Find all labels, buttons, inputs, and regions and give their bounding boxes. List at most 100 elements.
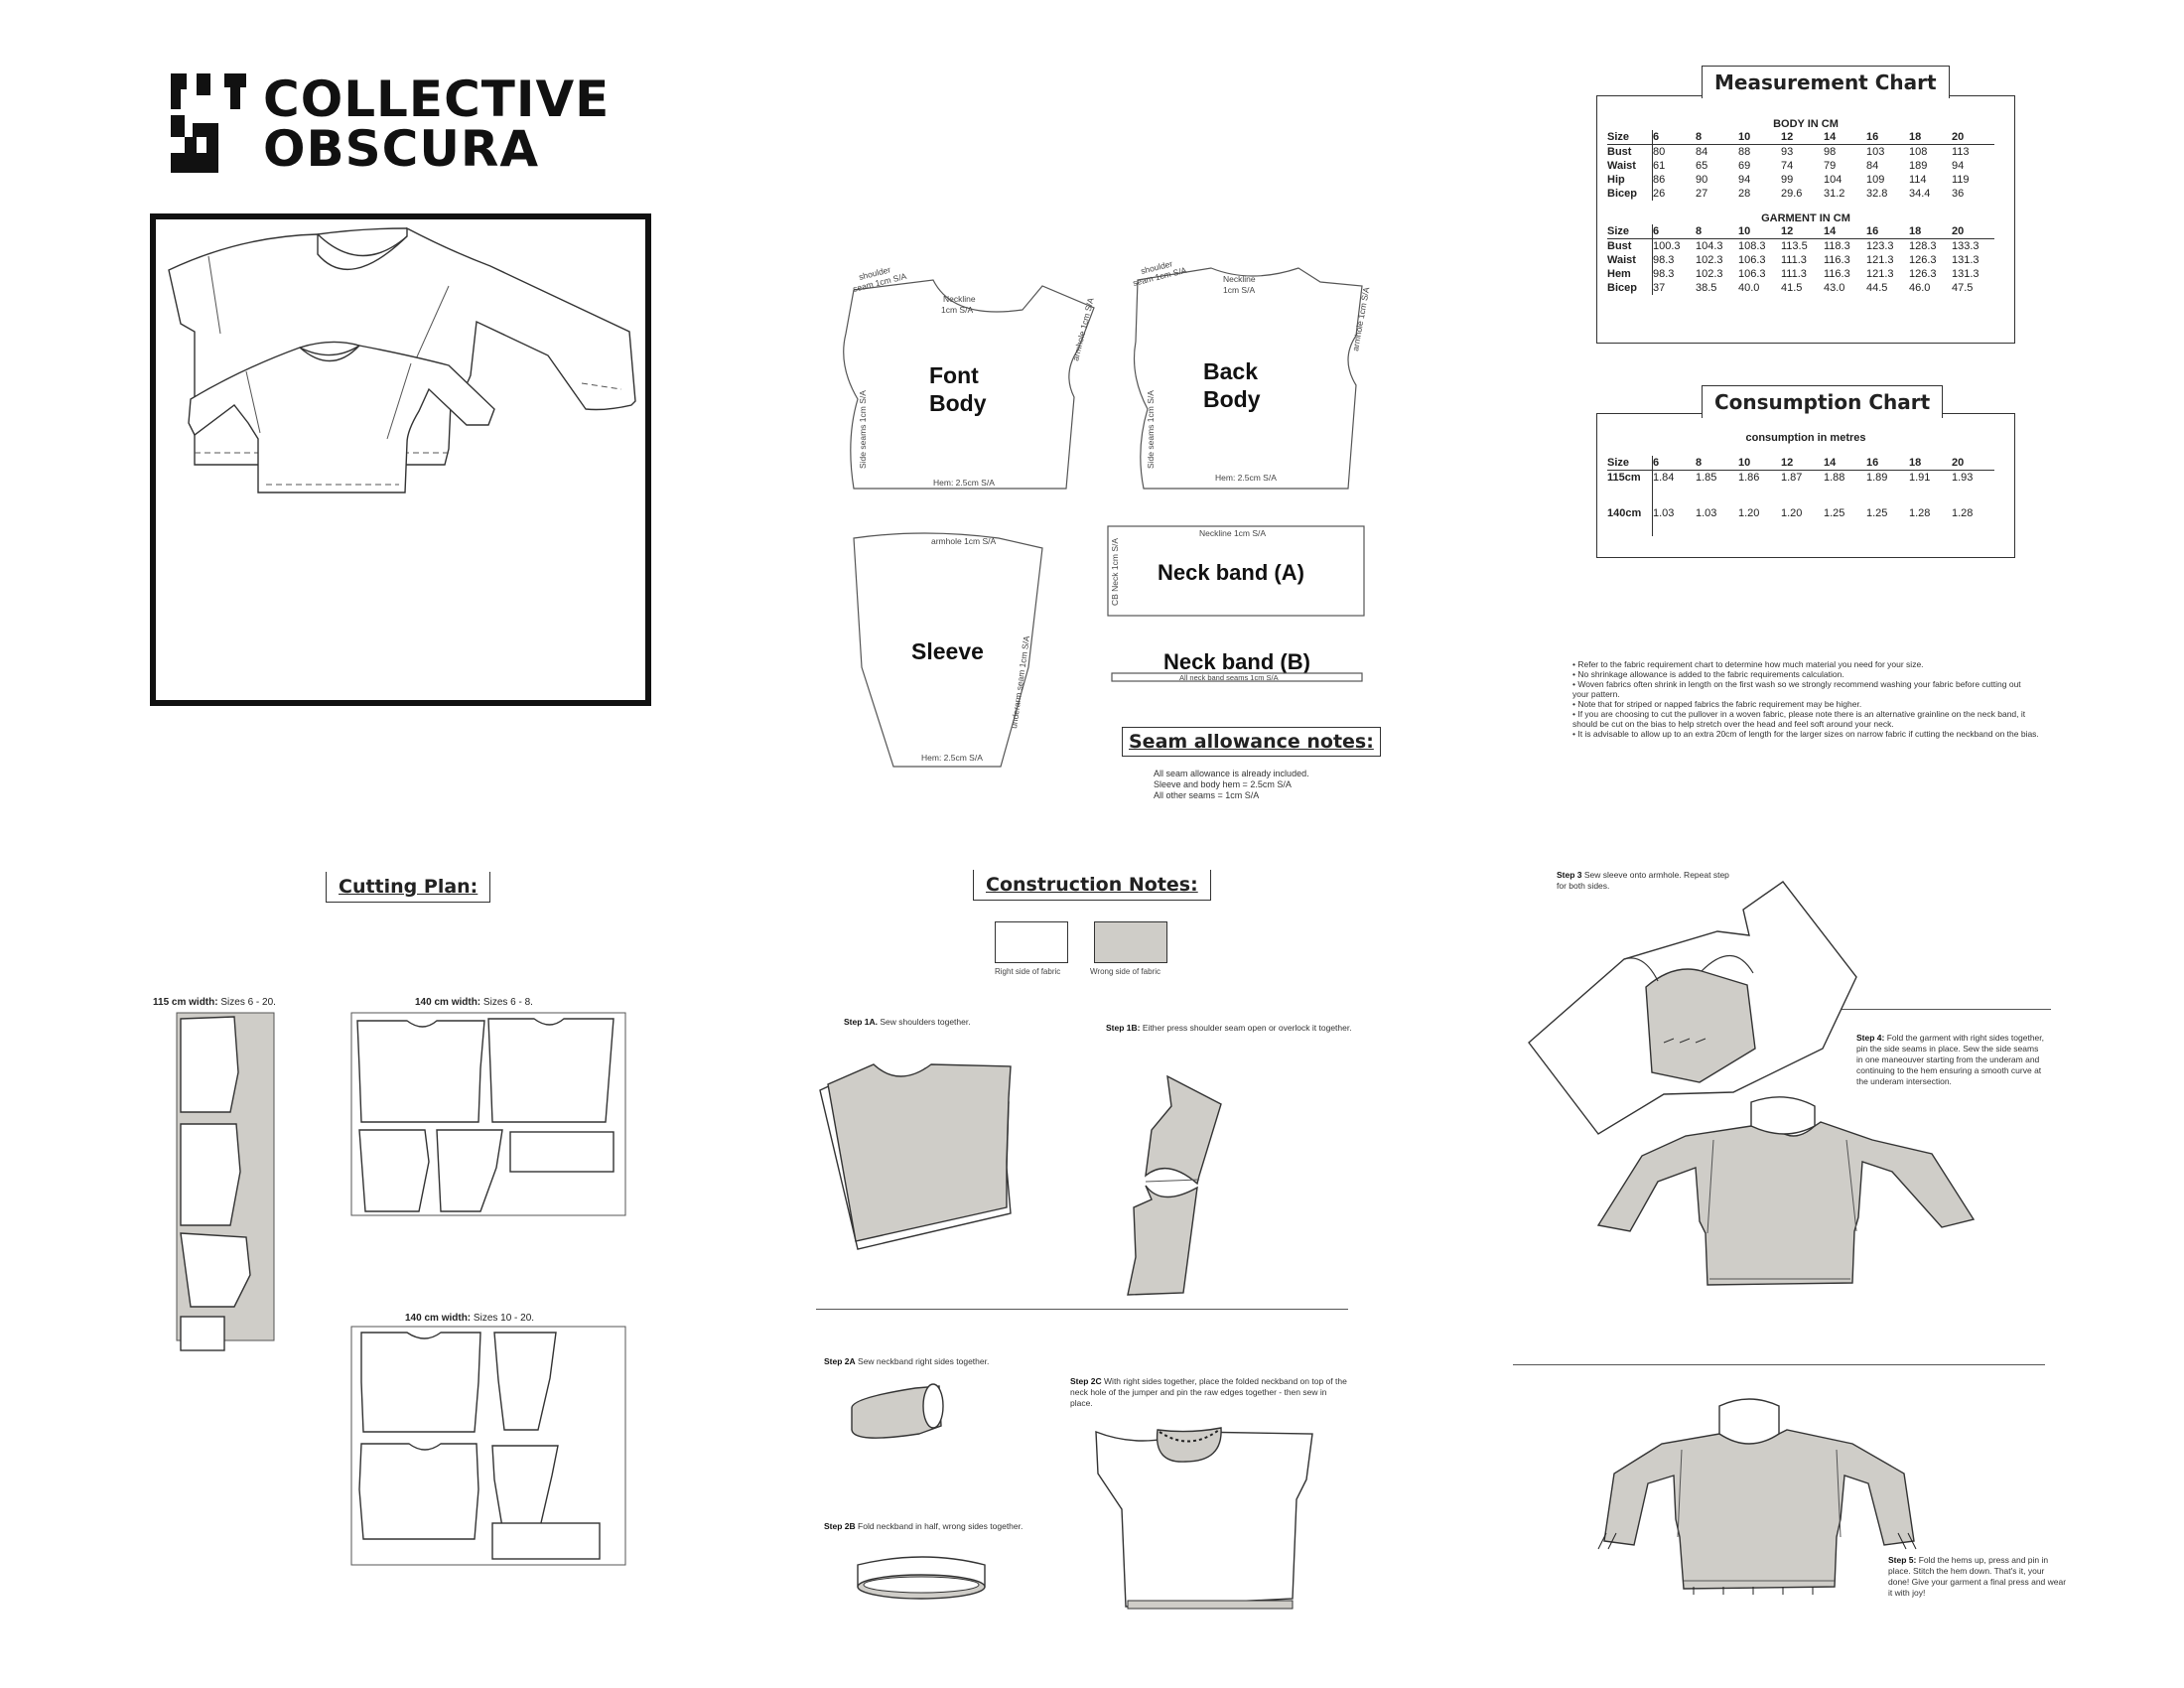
cell: 26: [1653, 188, 1666, 200]
pattern-front-body: Font Body Neckline 1cm S/A shoulder seam…: [843, 264, 1096, 490]
size-cell: 20: [1952, 224, 1994, 239]
fabric-note: • Woven fabrics often shrink in length o…: [1572, 679, 2021, 699]
front-neckline: Neckline: [943, 294, 976, 304]
step-text: Fold the hems up, press and pin in place…: [1888, 1555, 2067, 1598]
cell: 131.3: [1952, 254, 1979, 266]
fabric-notes: • Refer to the fabric requirement chart …: [1572, 659, 2039, 739]
cell: 40.0: [1738, 282, 1760, 294]
cell: 102.3: [1696, 254, 1723, 266]
step-text: Fold the garment with right sides togeth…: [1856, 1033, 2044, 1086]
step-text: Fold neckband in half, wrong sides toget…: [858, 1521, 1024, 1531]
size-cell: 6: [1652, 224, 1696, 239]
cell: 86: [1653, 174, 1666, 186]
size-cell: 20: [1952, 130, 1994, 145]
size-cell: 14: [1824, 130, 1866, 145]
brand-line-1: COLLECTIVE: [263, 70, 611, 128]
row-label: Bust: [1607, 144, 1653, 159]
cell: 108: [1909, 146, 1928, 158]
measurement-chart-title: Measurement Chart: [1702, 66, 1950, 98]
size-cell: 12: [1781, 224, 1824, 239]
step-label: Step 2A: [824, 1356, 856, 1366]
garment-title: GARMENT IN CM: [1761, 212, 1850, 224]
cell: 114: [1909, 174, 1927, 186]
cell: 1.89: [1866, 472, 1888, 484]
size-cell: 12: [1781, 456, 1824, 471]
seam-allowance-title: Seam allowance notes:: [1122, 727, 1381, 757]
size-label: Size: [1607, 456, 1653, 471]
cell: 109: [1866, 174, 1885, 186]
size-cell: 8: [1696, 456, 1738, 471]
neckband-a-side: CB Neck 1cm S/A: [1110, 538, 1120, 606]
cell: 74: [1781, 160, 1794, 172]
cell: 46.0: [1909, 282, 1931, 294]
cell: 61: [1653, 160, 1666, 172]
cell: 38.5: [1696, 282, 1717, 294]
cell: 80: [1653, 146, 1666, 158]
front-name-2: Body: [929, 390, 987, 416]
cell: 100.3: [1653, 240, 1681, 252]
size-cell: 6: [1652, 130, 1696, 145]
front-neckline-sa: 1cm S/A: [941, 305, 973, 315]
cell: 116.3: [1824, 268, 1850, 280]
legend-right-side-label: Right side of fabric: [995, 967, 1061, 976]
cell: 121.3: [1866, 254, 1894, 266]
cell: 29.6: [1781, 188, 1803, 200]
step-label: Step 4:: [1856, 1033, 1885, 1043]
cell: 133.3: [1952, 240, 1979, 252]
plan-140b-sizes: Sizes 10 - 20.: [473, 1313, 535, 1324]
fabric-note: • Refer to the fabric requirement chart …: [1572, 659, 1924, 669]
cell: 94: [1738, 174, 1751, 186]
step-label: Step 3: [1557, 870, 1582, 880]
neckband-a-name: Neck band (A): [1158, 560, 1304, 585]
step-text: With right sides together, place the fol…: [1070, 1376, 1347, 1408]
cell: 90: [1696, 174, 1708, 186]
step-1-diagrams: [819, 1063, 1222, 1296]
back-neckline: Neckline: [1223, 274, 1256, 284]
cell: 43.0: [1824, 282, 1845, 294]
fabric-note: • It is advisable to allow up to an extr…: [1572, 729, 2039, 739]
cell: 113.5: [1781, 240, 1808, 252]
step-text: Sew shoulders together.: [880, 1017, 971, 1027]
cell: 47.5: [1952, 282, 1974, 294]
cell: 1.86: [1738, 472, 1760, 484]
size-cell: 18: [1909, 224, 1952, 239]
seam-note: Sleeve and body hem = 2.5cm S/A: [1154, 779, 1292, 789]
cell: 1.91: [1909, 472, 1931, 484]
cell: 79: [1824, 160, 1837, 172]
size-label: Size: [1607, 130, 1653, 145]
cell: 1.25: [1824, 506, 1845, 519]
cell: 103: [1866, 146, 1885, 158]
size-label: Size: [1607, 224, 1653, 239]
cell: 1.28: [1952, 506, 1974, 519]
cell: 31.2: [1824, 188, 1845, 200]
cell: 84: [1866, 160, 1879, 172]
cell: 1.20: [1738, 506, 1760, 519]
sleeve-hem: Hem: 2.5cm S/A: [921, 753, 983, 763]
cell: 123.3: [1866, 240, 1894, 252]
cell: 1.85: [1696, 472, 1717, 484]
row-label: 115cm: [1607, 470, 1653, 506]
divider: [1513, 1364, 2045, 1365]
step-3: Step 3 Sew sleeve onto armhole. Repeat s…: [1557, 870, 1735, 892]
step-1b: Step 1B: Either press shoulder seam open…: [1106, 1023, 1352, 1034]
size-cell: 8: [1696, 224, 1738, 239]
cell: 99: [1781, 174, 1794, 186]
cell: 1.03: [1653, 506, 1675, 519]
cell: 1.87: [1781, 472, 1803, 484]
cell: 128.3: [1909, 240, 1937, 252]
logo-mark-icon: [171, 73, 246, 173]
cell: 111.3: [1781, 268, 1807, 280]
plan-115-sizes: Sizes 6 - 20.: [220, 997, 276, 1008]
cell: 113: [1952, 146, 1970, 158]
cell: 1.28: [1909, 506, 1931, 519]
